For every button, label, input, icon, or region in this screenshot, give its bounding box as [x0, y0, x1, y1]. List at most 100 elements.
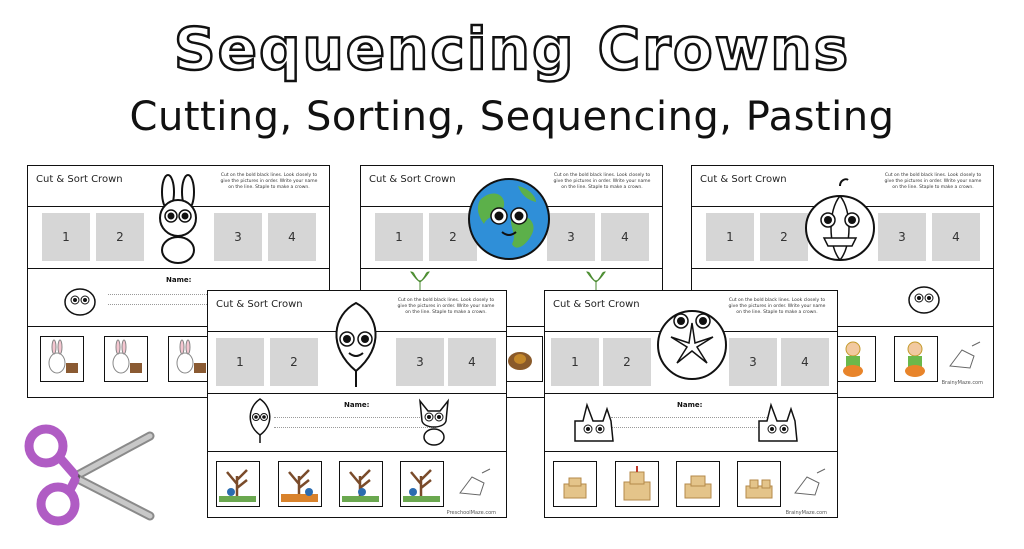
- picture-card: [168, 336, 212, 382]
- sheet-header: Cut & Sort Crown: [553, 299, 640, 310]
- number-box: 4: [781, 338, 829, 386]
- number-box: 1: [42, 213, 90, 261]
- picture-card: [553, 461, 597, 507]
- sheet-header: Cut & Sort Crown: [36, 174, 123, 185]
- sand-dollar-icon: [657, 310, 727, 380]
- picture-card: [104, 336, 148, 382]
- name-row: [361, 268, 662, 327]
- number-box: 3: [547, 213, 595, 261]
- name-row: Name:: [28, 268, 329, 327]
- glue-hand-icon: [794, 468, 826, 496]
- bunny-icon: [176, 339, 206, 374]
- name-label: Name:: [166, 276, 192, 284]
- page-title: Sequencing Crowns: [173, 14, 851, 85]
- number-box: 3: [878, 213, 926, 261]
- number-boxes-row: 1 2 3 4: [545, 331, 837, 394]
- sand-castle-icon: [745, 479, 773, 499]
- pumpkin-icon: [805, 178, 875, 261]
- fox-icon: [419, 398, 449, 446]
- picture-cards-row: BrainyMaze.com: [545, 451, 837, 521]
- page-subtitle: Cutting, Sorting, Sequencing, Pasting: [129, 94, 895, 140]
- picture-cards-row: PreschoolMaze.com: [208, 451, 506, 521]
- number-box: 2: [603, 338, 651, 386]
- number-box: 1: [706, 213, 754, 261]
- scissors-icon: [24, 424, 155, 526]
- name-line: [108, 294, 279, 295]
- number-box: 4: [268, 213, 316, 261]
- child-with-pumpkin-icon: [905, 341, 925, 377]
- name-row: Name:: [545, 393, 837, 452]
- glue-hand-icon: [949, 341, 981, 369]
- acorn-icon: [508, 352, 532, 370]
- name-line: [611, 427, 767, 428]
- picture-card: [894, 336, 938, 382]
- bunny-icon: [112, 339, 142, 374]
- sheet-instructions: Cut on the bold black lines. Look closel…: [397, 298, 495, 315]
- site-footer: PreschoolMaze.com: [446, 510, 496, 516]
- sheet-header: Cut & Sort Crown: [216, 299, 303, 310]
- sheet-header: Cut & Sort Crown: [369, 174, 456, 185]
- picture-card: [216, 461, 260, 507]
- sheet-instructions: Cut on the bold black lines. Look closel…: [553, 173, 651, 190]
- sand-castle-icon: [563, 477, 587, 499]
- glue-hand-icon: [459, 468, 491, 496]
- fall-tree-icon: [281, 469, 318, 502]
- leaf-icon: [335, 301, 377, 387]
- name-line: [274, 417, 436, 418]
- picture-card: [832, 336, 876, 382]
- number-box: 3: [396, 338, 444, 386]
- name-row: Name:: [208, 393, 506, 452]
- picture-card: [339, 461, 383, 507]
- crown-sheet-bunny: Cut & Sort Crown Cut on the bold black l…: [27, 165, 330, 398]
- sand-castle-icon: [574, 402, 614, 442]
- picture-card: [615, 461, 659, 507]
- name-line: [274, 427, 436, 428]
- sand-castle-icon: [623, 466, 651, 501]
- sand-castle-icon: [758, 402, 798, 442]
- child-with-pumpkin-icon: [843, 341, 863, 377]
- sand-castle-icon: [684, 475, 712, 499]
- sprout-icon: [586, 271, 606, 292]
- sheet-instructions: Cut on the bold black lines. Look closel…: [728, 298, 826, 315]
- earth-icon: [468, 178, 550, 260]
- crown-sheet-leaf: Cut & Sort Crown Cut on the bold black l…: [207, 290, 507, 518]
- number-box: 3: [214, 213, 262, 261]
- sheet-instructions: Cut on the bold black lines. Look closel…: [220, 173, 318, 190]
- name-line: [611, 417, 767, 418]
- number-boxes-row: 1 2 3 4: [361, 206, 662, 269]
- number-box: 2: [760, 213, 808, 261]
- sheet-header: Cut & Sort Crown: [700, 174, 787, 185]
- picture-card: [676, 461, 720, 507]
- fall-tree-icon: [219, 469, 256, 502]
- site-footer: BrainyMaze.com: [941, 380, 983, 386]
- name-row: [692, 268, 993, 327]
- picture-card: [400, 461, 444, 507]
- number-box: 1: [375, 213, 423, 261]
- bunny-icon: [159, 174, 197, 264]
- leaf-icon: [249, 398, 271, 443]
- number-box: 2: [270, 338, 318, 386]
- fall-tree-icon: [403, 469, 440, 502]
- crown-sheet-earth: Cut & Sort Crown Cut on the bold black l…: [360, 165, 663, 398]
- basket-icon: [64, 288, 96, 316]
- number-box: 4: [448, 338, 496, 386]
- number-box: 4: [601, 213, 649, 261]
- number-boxes-row: 1 2 3 4: [28, 206, 329, 269]
- pumpkin-icon: [908, 286, 940, 314]
- site-footer: BrainyMaze.com: [785, 510, 827, 516]
- picture-card: [40, 336, 84, 382]
- number-boxes-row: 1 2 3 4: [692, 206, 993, 269]
- number-box: 1: [216, 338, 264, 386]
- name-label: Name:: [344, 401, 370, 409]
- number-box: 3: [729, 338, 777, 386]
- picture-cards-row: BrainyMaze.com: [692, 326, 993, 396]
- sheet-instructions: Cut on the bold black lines. Look closel…: [884, 173, 982, 190]
- fall-tree-icon: [342, 469, 379, 502]
- name-label: Name:: [677, 401, 703, 409]
- name-line: [108, 304, 279, 305]
- bunny-icon: [48, 339, 78, 374]
- picture-card: [278, 461, 322, 507]
- picture-card: [737, 461, 781, 507]
- number-box: 2: [96, 213, 144, 261]
- crown-sheet-sand-dollar: Cut & Sort Crown Cut on the bold black l…: [544, 290, 838, 518]
